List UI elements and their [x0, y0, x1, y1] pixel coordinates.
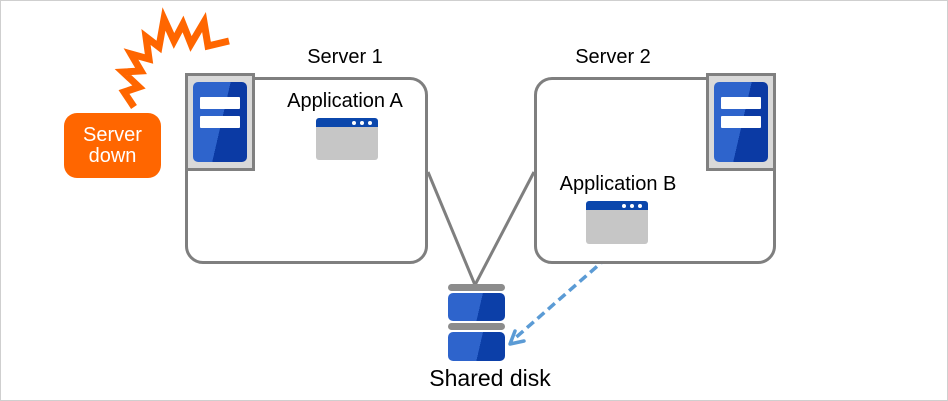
application-b-label: Application B	[559, 173, 677, 195]
shared-disk-cap	[448, 323, 505, 330]
window-dot-icon	[352, 120, 356, 125]
window-titlebar	[316, 118, 378, 127]
tower-slot-bar	[200, 97, 240, 109]
shared-disk-platter	[448, 332, 505, 361]
server1-disk-link-line	[426, 171, 477, 286]
server1-label: Server 1	[307, 46, 383, 68]
tower-slot-bar	[721, 116, 761, 128]
application-a-window-icon	[316, 118, 378, 160]
application-b-window-icon	[586, 201, 648, 244]
server-tower-body	[193, 82, 247, 162]
server2-label: Server 2	[575, 46, 651, 68]
server-down-badge-line2: down	[88, 144, 137, 167]
window-dot-icon	[630, 203, 634, 208]
tower-slot-bar	[721, 97, 761, 109]
window-body	[586, 210, 648, 244]
application-a-label: Application A	[287, 90, 403, 112]
server2-disk-link-line	[473, 171, 536, 286]
server-down-badge: Server down	[64, 113, 161, 178]
window-dot-icon	[360, 120, 364, 125]
window-dot-icon	[368, 120, 372, 125]
shared-disk-platter	[448, 293, 505, 321]
explosion-icon	[114, 7, 230, 109]
tower-slot-bar	[200, 116, 240, 128]
server-down-badge-line1: Server	[83, 123, 142, 146]
window-body	[316, 127, 378, 160]
server-tower-body	[714, 82, 768, 162]
server1-tower-icon	[185, 73, 255, 171]
app-b-disk-arrow-line	[511, 246, 620, 342]
window-dot-icon	[638, 203, 642, 208]
server2-tower-icon	[706, 73, 776, 171]
shared-disk-icon	[448, 284, 505, 291]
window-titlebar	[586, 201, 648, 210]
app-b-disk-arrowhead-icon	[508, 329, 526, 346]
shared-disk-label: Shared disk	[429, 365, 551, 391]
window-dot-icon	[622, 203, 626, 208]
